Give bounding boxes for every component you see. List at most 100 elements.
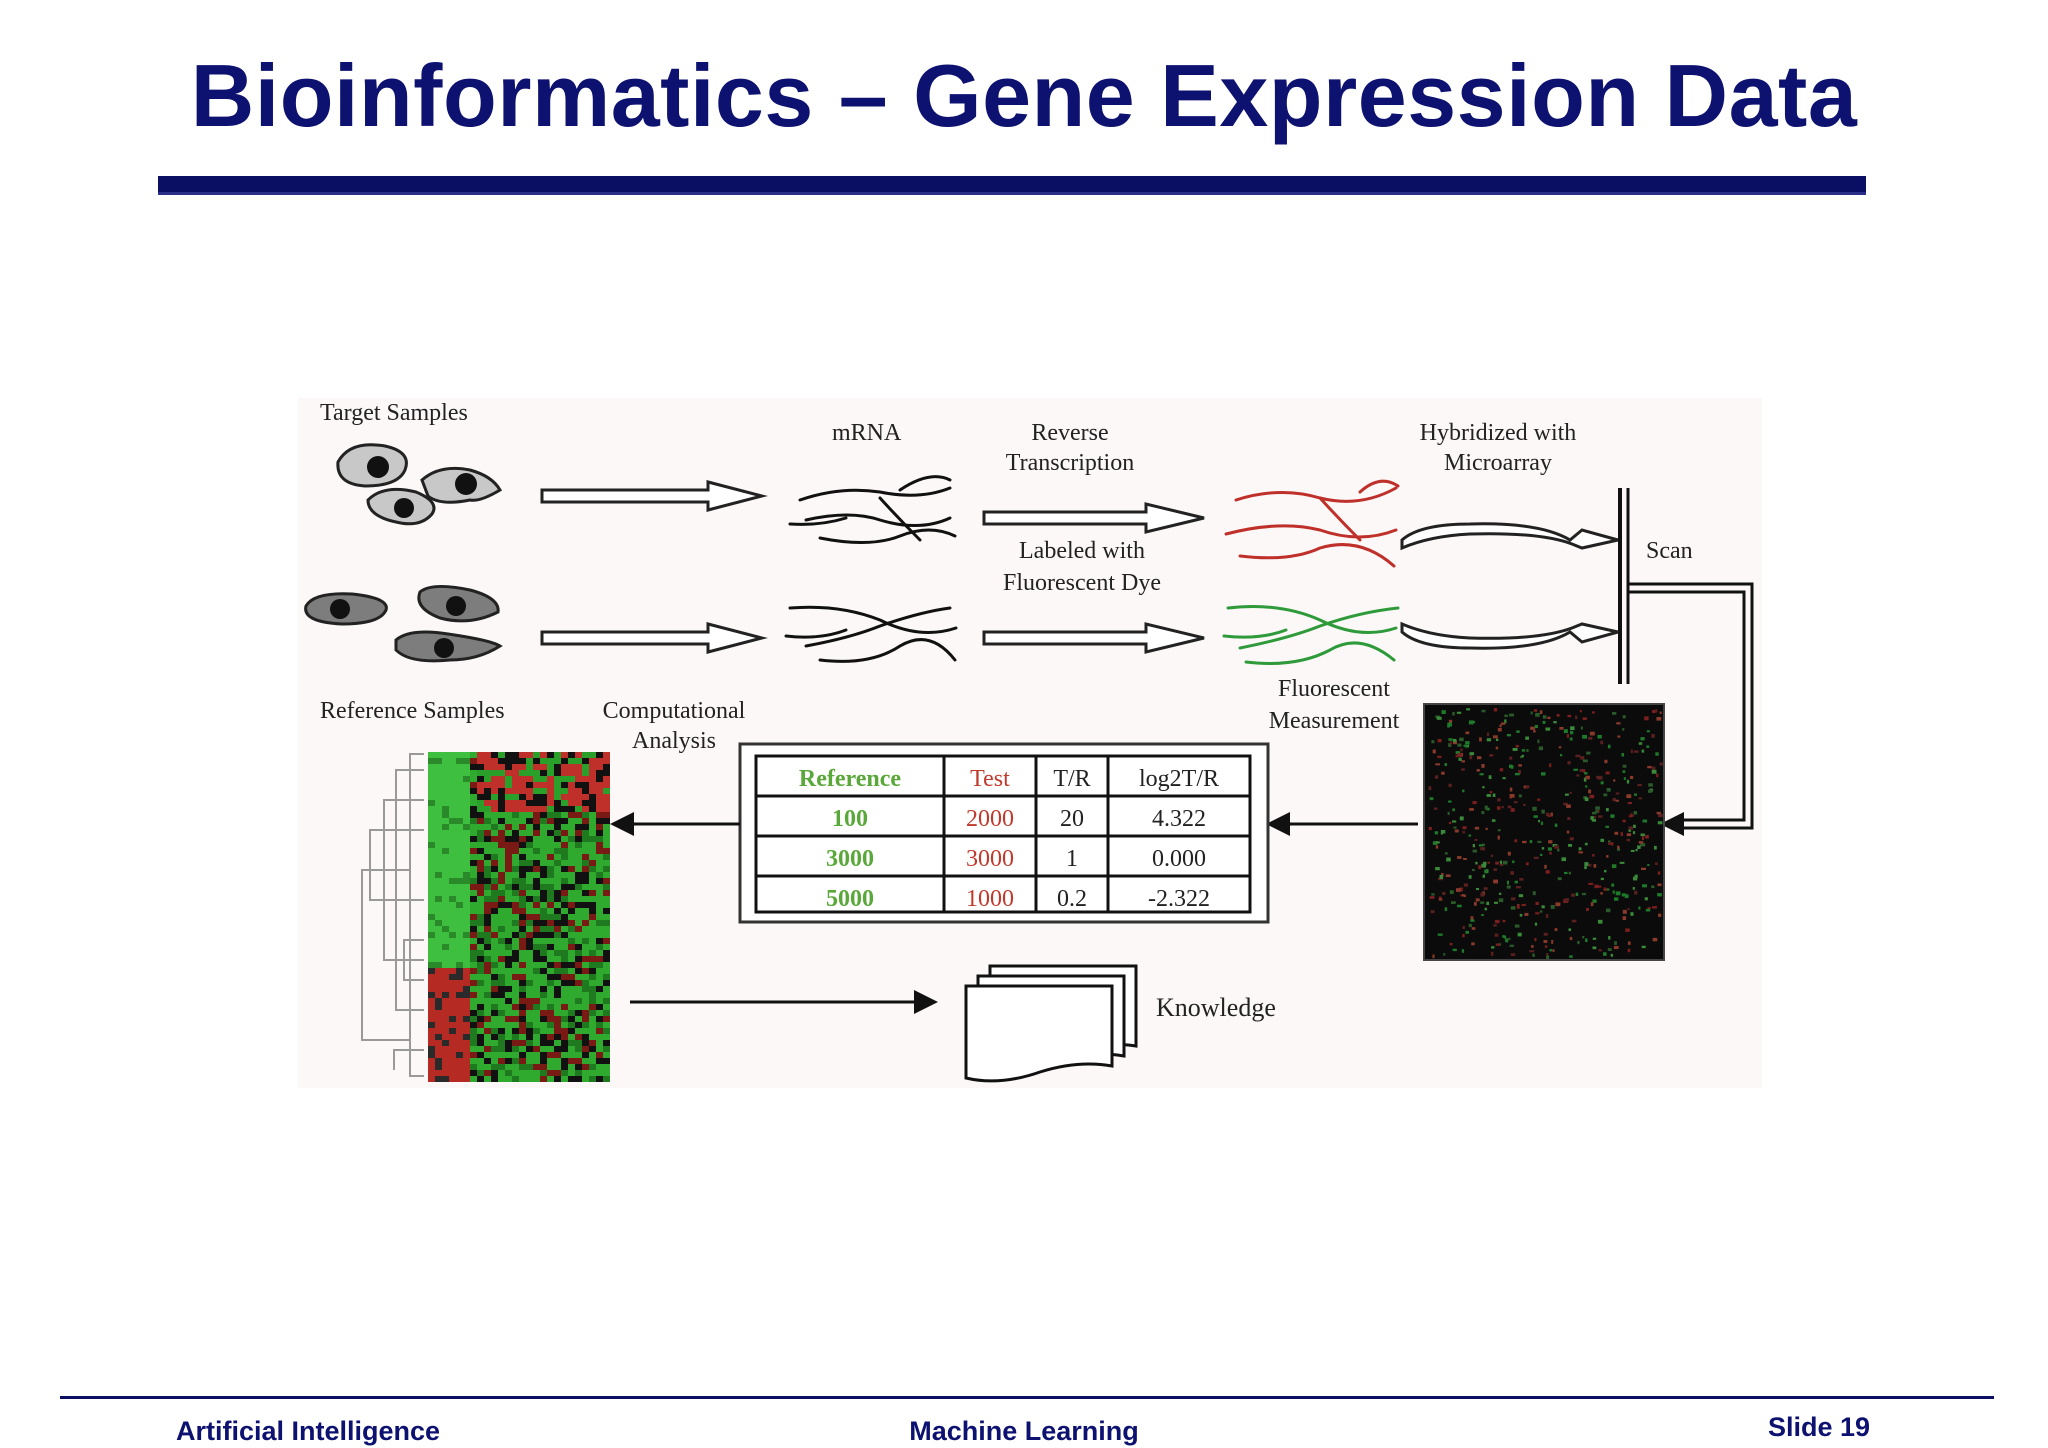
- heatmap-cell: [463, 1052, 470, 1058]
- heatmap-cell: [561, 1004, 568, 1010]
- heatmap-cell: [442, 914, 449, 920]
- heatmap-cell: [505, 890, 512, 896]
- heatmap-cell: [435, 926, 442, 932]
- microarray-spot: [1600, 892, 1603, 895]
- heatmap-cell: [477, 848, 484, 854]
- heatmap-cell: [484, 1028, 491, 1034]
- microarray-spot: [1579, 756, 1585, 760]
- heatmap-cell: [603, 854, 610, 860]
- heatmap-cell: [449, 992, 456, 998]
- heatmap-cell: [491, 830, 498, 836]
- microarray-spot: [1569, 791, 1572, 795]
- microarray-spot: [1652, 906, 1657, 909]
- microarray-spot: [1628, 815, 1632, 818]
- heatmap-cell: [442, 830, 449, 836]
- heatmap-cell: [603, 764, 610, 770]
- microarray-spot: [1628, 826, 1633, 830]
- heatmap-cell: [449, 824, 456, 830]
- heatmap-cell: [505, 842, 512, 848]
- heatmap-cell: [491, 992, 498, 998]
- microarray-spot: [1510, 871, 1515, 875]
- heatmap-cell: [435, 938, 442, 944]
- heatmap-cell: [428, 764, 435, 770]
- heatmap-cell: [470, 1052, 477, 1058]
- heatmap-cell: [561, 998, 568, 1004]
- microarray-spot: [1642, 819, 1648, 823]
- heatmap-cell: [463, 962, 470, 968]
- heatmap-cell: [442, 854, 449, 860]
- heatmap-cell: [526, 884, 533, 890]
- heatmap-cell: [547, 1052, 554, 1058]
- heatmap-cell: [519, 896, 526, 902]
- heatmap-cell: [575, 1040, 582, 1046]
- arrow-hybridize-top: [1400, 522, 1619, 551]
- microarray-spot: [1617, 735, 1621, 738]
- heatmap-cell: [470, 758, 477, 764]
- heatmap-cell: [519, 986, 526, 992]
- microarray-spot: [1440, 832, 1444, 835]
- heatmap-cell: [554, 902, 561, 908]
- microarray-spot: [1509, 713, 1514, 717]
- microarray-spot: [1658, 813, 1663, 818]
- heatmap-cell: [512, 1058, 519, 1064]
- microarray-spot: [1608, 840, 1611, 843]
- heatmap-cell: [589, 1064, 596, 1070]
- heatmap-cell: [435, 1034, 442, 1040]
- heatmap-cell: [582, 1076, 589, 1082]
- heatmap-cell: [477, 752, 484, 758]
- heatmap-cell: [442, 770, 449, 776]
- heatmap-cell: [540, 848, 547, 854]
- heatmap-cell: [533, 950, 540, 956]
- heatmap-cell: [589, 1076, 596, 1082]
- heatmap-cell: [603, 938, 610, 944]
- heatmap-cell: [533, 962, 540, 968]
- microarray-spot: [1630, 849, 1635, 852]
- microarray-spot: [1486, 794, 1491, 797]
- heatmap-cell: [512, 950, 519, 956]
- heatmap-cell: [456, 896, 463, 902]
- heatmap-cell: [505, 998, 512, 1004]
- microarray-spot: [1592, 937, 1597, 940]
- heatmap-cell: [547, 914, 554, 920]
- heatmap-cell: [491, 794, 498, 800]
- microarray-spot: [1519, 878, 1524, 881]
- heatmap-cell: [477, 1064, 484, 1070]
- microarray-spot: [1444, 852, 1448, 855]
- heatmap-cell: [449, 1010, 456, 1016]
- heatmap-cell: [449, 974, 456, 980]
- heatmap-cell: [456, 1004, 463, 1010]
- heatmap-cell: [456, 932, 463, 938]
- microarray-spot: [1627, 941, 1631, 945]
- heatmap-cell: [470, 998, 477, 1004]
- heatmap-cell: [526, 950, 533, 956]
- heatmap-cell: [561, 884, 568, 890]
- heatmap-cell: [435, 962, 442, 968]
- label-reference-samples: Reference Samples: [320, 698, 505, 724]
- heatmap-cell: [533, 782, 540, 788]
- heatmap-cell: [484, 782, 491, 788]
- heatmap-cell: [449, 1004, 456, 1010]
- heatmap-cell: [512, 764, 519, 770]
- heatmap-cell: [498, 998, 505, 1004]
- microarray-spot: [1657, 871, 1661, 875]
- heatmap-cell: [526, 896, 533, 902]
- heatmap-cell: [603, 836, 610, 842]
- heatmap-cell: [519, 1016, 526, 1022]
- microarray-spot: [1432, 954, 1435, 959]
- heatmap-cell: [561, 968, 568, 974]
- heatmap-cell: [463, 812, 470, 818]
- heatmap-cell: [596, 788, 603, 794]
- microarray-spot: [1532, 953, 1535, 957]
- heatmap-cell: [561, 1046, 568, 1052]
- heatmap-cell: [526, 1004, 533, 1010]
- heatmap-cell: [582, 782, 589, 788]
- heatmap-cell: [575, 1022, 582, 1028]
- heatmap-cell: [463, 1028, 470, 1034]
- heatmap-cell: [526, 956, 533, 962]
- heatmap-cell: [547, 812, 554, 818]
- heatmap-cell: [512, 860, 519, 866]
- footer-rule: [60, 1396, 1994, 1399]
- heatmap-cell: [477, 1052, 484, 1058]
- heatmap-cell: [442, 764, 449, 770]
- heatmap-cell: [442, 818, 449, 824]
